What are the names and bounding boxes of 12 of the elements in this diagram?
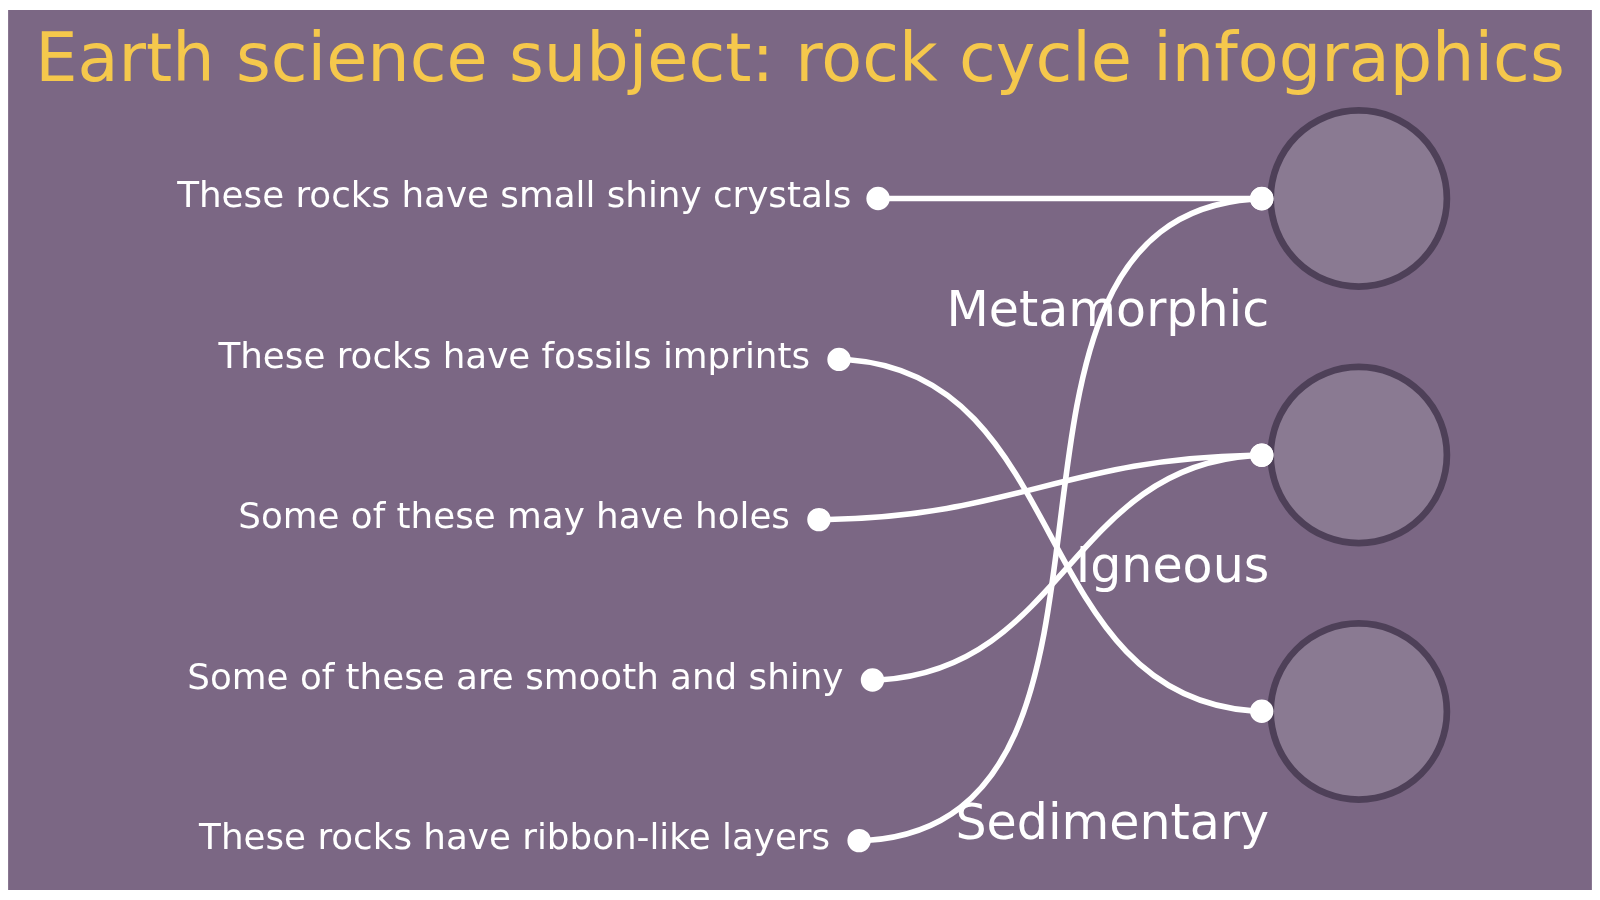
node-text: Some of these may have holes xyxy=(238,495,790,537)
node-label: Sedimentary xyxy=(955,792,1270,851)
node-label: Igneous xyxy=(1075,536,1270,595)
node-circle xyxy=(1267,620,1451,803)
node-circle xyxy=(1267,107,1451,290)
node-circle xyxy=(1267,363,1451,547)
diagram-title: Earth science subject: rock cycle infographics xyxy=(35,19,1565,98)
node-text: These rocks have small shiny crystals xyxy=(177,173,852,215)
node-text: These rocks have fossils imprints xyxy=(218,334,811,376)
node-text: These rocks have ribbon-like layers xyxy=(199,816,831,858)
connector xyxy=(866,186,1274,211)
node-text: Some of these are smooth and shiny xyxy=(187,655,844,697)
